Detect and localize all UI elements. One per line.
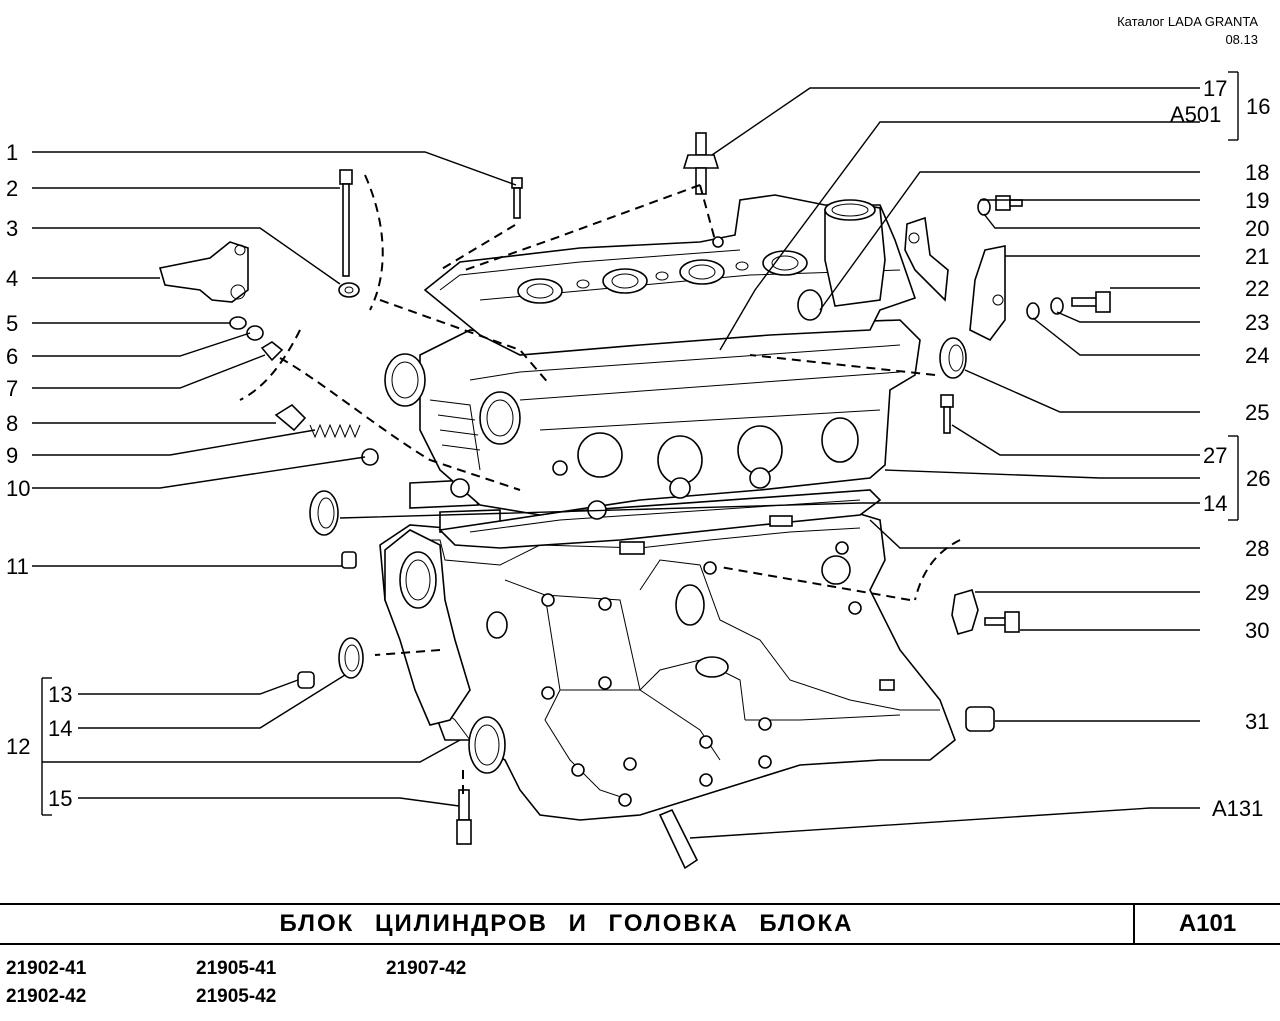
callout-21: 21 [1245,244,1269,269]
callout-15: 15 [48,786,72,811]
model-code: 21902-42 [6,986,87,1007]
model-list: 21902-41 21902-42 21905-41 21905-42 2190… [0,958,1280,1018]
right-parts [682,132,1111,732]
callout-8: 8 [6,411,18,436]
assembly-lines [239,174,961,800]
page-code: A101 [1178,910,1237,937]
model-code: 21907-42 [386,958,467,979]
callout-14-left: 14 [48,716,72,741]
callout-23: 23 [1245,310,1269,335]
model-code: 21905-41 [196,958,277,979]
callout-30: 30 [1245,618,1269,643]
callout-11: 11 [6,554,29,579]
title-divider [1133,905,1135,943]
page-title: БЛОК ЦИЛИНДРОВ И ГОЛОВКА БЛОКА [279,910,854,937]
cylinder-head [384,319,921,520]
callout-10: 10 [6,476,30,501]
callout-2: 2 [6,176,18,201]
callout-24: 24 [1245,343,1269,368]
callout-4: 4 [6,266,18,291]
valve-cover [423,194,917,356]
head-gasket [438,489,882,555]
callout-26: 26 [1246,466,1270,491]
callout-7: 7 [6,376,18,401]
callout-a501: A501 [1170,102,1221,127]
callout-5: 5 [6,311,18,336]
callout-28: 28 [1245,536,1269,561]
model-code: 21905-42 [196,986,277,1007]
leader-lines [32,71,1239,839]
callout-3: 3 [6,216,18,241]
callout-1: 1 [6,140,18,165]
callout-13: 13 [48,682,72,707]
callout-14-right: 14 [1203,491,1227,516]
callout-9: 9 [6,443,18,468]
callout-22: 22 [1245,276,1269,301]
callout-16: 16 [1246,94,1270,119]
title-bar: БЛОК ЦИЛИНДРОВ И ГОЛОВКА БЛОКА A101 [0,903,1280,945]
catalog-name: Каталог LADA GRANTA [1117,14,1258,29]
callout-29: 29 [1245,580,1269,605]
model-code: 21902-41 [6,958,87,979]
callout-19: 19 [1245,188,1269,213]
callout-27: 27 [1203,443,1227,468]
callout-labels: 1 2 3 4 5 6 7 8 9 10 11 12 13 14 15 17 A… [6,76,1270,821]
catalog-date: 08.13 [1225,32,1258,47]
engine-block-diagram: 1 2 3 4 5 6 7 8 9 10 11 12 13 14 15 17 A… [6,71,1270,870]
callout-25: 25 [1245,400,1269,425]
callout-17: 17 [1203,76,1227,101]
callout-6: 6 [6,344,18,369]
callout-20: 20 [1245,216,1269,241]
left-parts [158,169,699,870]
callout-a131: A131 [1212,796,1263,821]
callout-31: 31 [1245,709,1269,734]
callout-12: 12 [6,734,30,759]
callout-18: 18 [1245,160,1269,185]
